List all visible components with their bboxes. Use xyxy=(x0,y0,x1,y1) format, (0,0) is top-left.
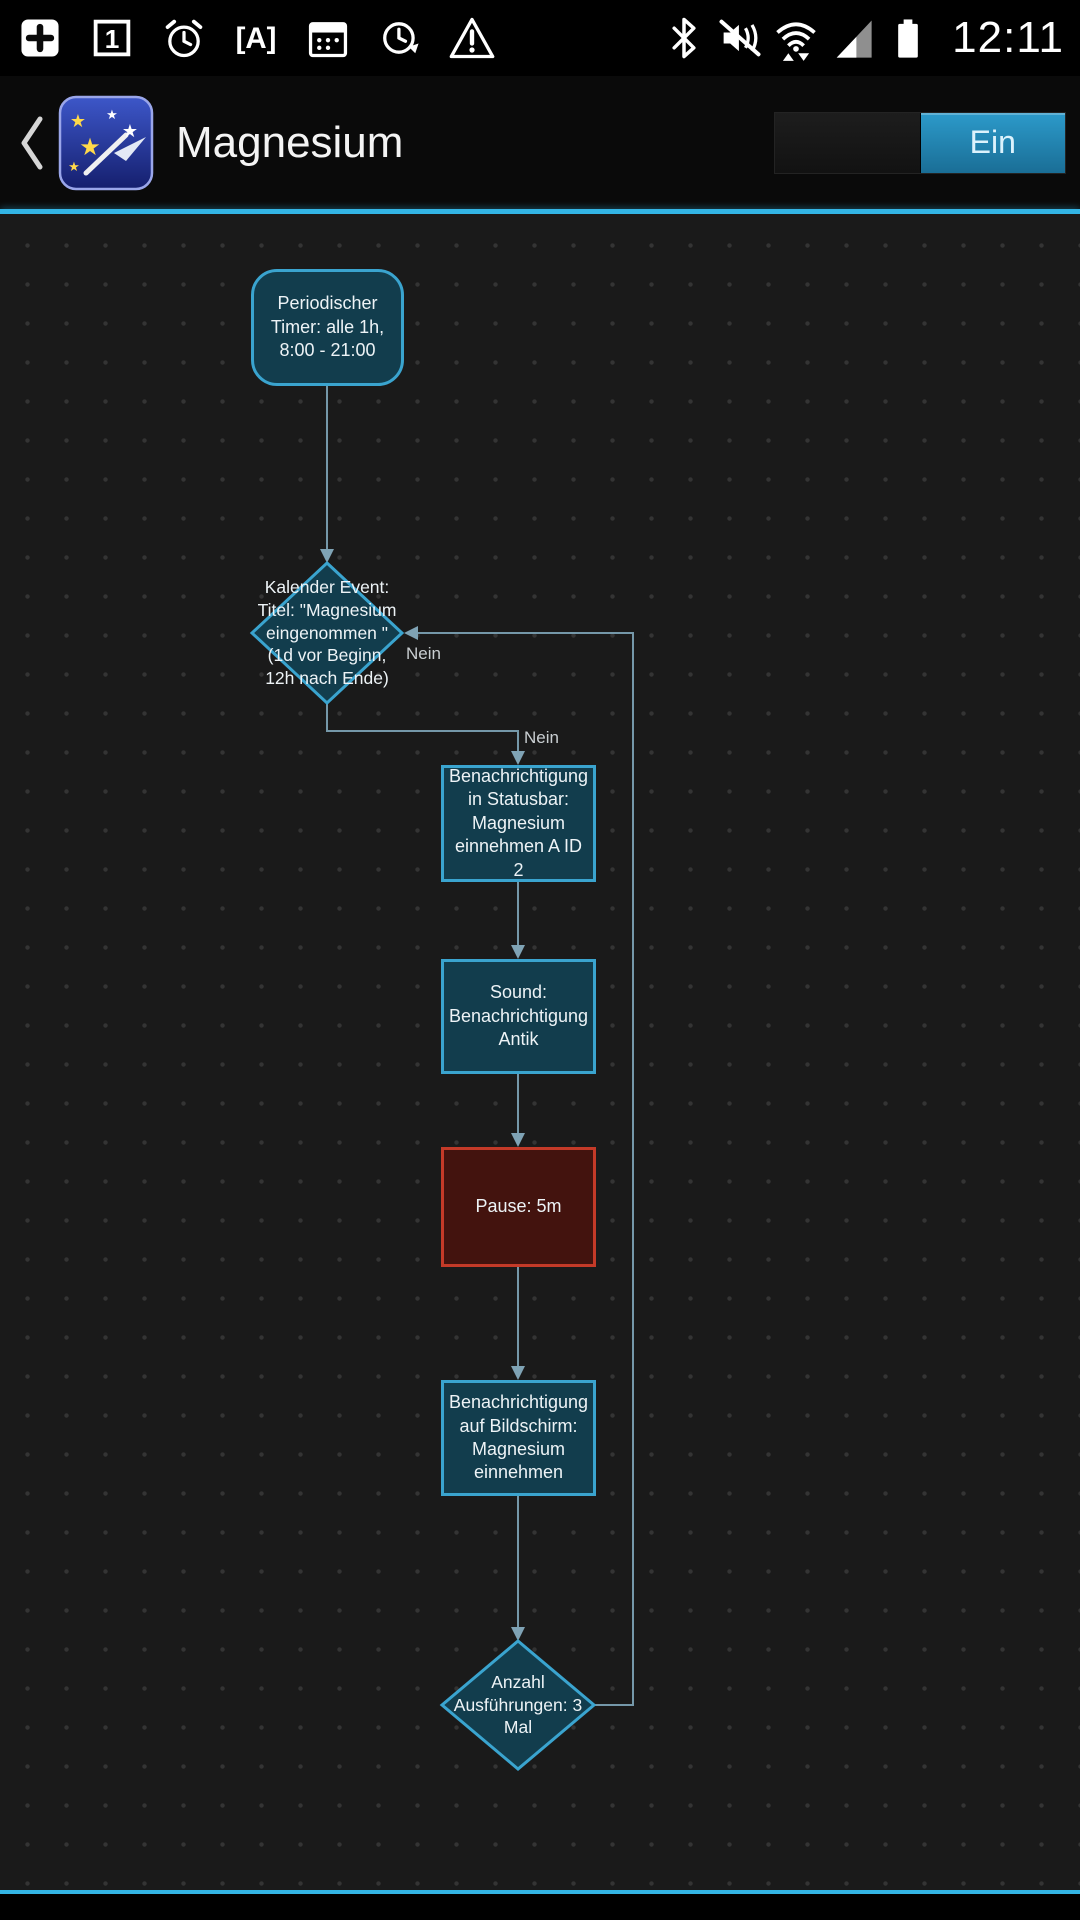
calendar-day-number: 1 xyxy=(105,24,120,54)
signal-icon xyxy=(836,20,872,58)
node-kalender-event-shape[interactable] xyxy=(249,560,405,706)
time-lapse-icon xyxy=(383,22,419,54)
node-statusbar-notification[interactable]: Benachrichtigung in Statusbar: Magnesium… xyxy=(441,765,596,882)
toggle-on-label: Ein xyxy=(920,112,1065,173)
arrowhead xyxy=(404,626,418,640)
header-divider xyxy=(0,209,1080,214)
arrowhead xyxy=(511,1627,525,1641)
edge-label-nein-loop: Nein xyxy=(406,644,441,663)
calendar-day-icon: 1 xyxy=(93,19,131,57)
edge-count-loop-back xyxy=(418,632,634,1706)
status-bar-left: 1 [A] xyxy=(16,14,496,62)
flow-canvas[interactable]: Periodischer Timer: alle 1h, 8:00 - 21:0… xyxy=(0,214,1080,1890)
mute-vibrate-icon xyxy=(719,19,761,57)
arrowhead xyxy=(511,751,525,765)
node-periodic-timer[interactable]: Periodischer Timer: alle 1h, 8:00 - 21:0… xyxy=(251,269,404,386)
status-bar-right: 12:11 xyxy=(660,13,1064,63)
arrowhead xyxy=(320,549,334,563)
node-execution-count-shape[interactable] xyxy=(439,1639,597,1771)
warning-icon xyxy=(449,17,495,59)
bottom-strip xyxy=(0,1894,1080,1920)
svg-text:★: ★ xyxy=(70,111,86,131)
back-button[interactable] xyxy=(10,103,52,183)
node-sound[interactable]: Sound: Benachrichtigung Antik xyxy=(441,959,596,1074)
svg-text:★: ★ xyxy=(106,107,118,122)
page-title: Magnesium xyxy=(176,117,404,167)
auto-text-label: [A] xyxy=(236,22,277,55)
wifi-icon xyxy=(776,22,816,61)
flow-enabled-toggle[interactable]: Ein xyxy=(774,111,1066,174)
node-pause[interactable]: Pause: 5m xyxy=(441,1147,596,1267)
arrowhead xyxy=(511,945,525,959)
bottom-divider xyxy=(0,1890,1080,1894)
toggle-off-half xyxy=(775,112,921,173)
status-time: 12:11 xyxy=(952,13,1064,62)
edge-label-nein-to-notification: Nein xyxy=(524,728,559,747)
svg-text:★: ★ xyxy=(122,121,138,141)
auto-text-icon: [A] xyxy=(236,22,277,55)
add-box-icon xyxy=(21,19,59,57)
alarm-icon xyxy=(165,19,203,58)
app-icon: ★ ★ ★ ★ ★ xyxy=(58,95,154,190)
bluetooth-icon xyxy=(672,17,696,59)
edge-kalender-to-statusbar xyxy=(326,703,519,751)
arrowhead xyxy=(511,1133,525,1147)
back-chevron-icon xyxy=(21,116,43,169)
svg-text:★: ★ xyxy=(79,134,101,161)
battery-icon xyxy=(898,19,918,58)
arrowhead xyxy=(511,1366,525,1380)
svg-text:★: ★ xyxy=(68,159,80,174)
calendar-icon xyxy=(308,22,348,58)
app-header: ★ ★ ★ ★ ★ Magnesium Ein xyxy=(0,76,1080,209)
flow-edges xyxy=(249,386,634,1771)
status-bar: 1 [A] xyxy=(0,0,1080,76)
node-screen-notification[interactable]: Benachrichtigung auf Bildschirm: Magnesi… xyxy=(441,1380,596,1496)
